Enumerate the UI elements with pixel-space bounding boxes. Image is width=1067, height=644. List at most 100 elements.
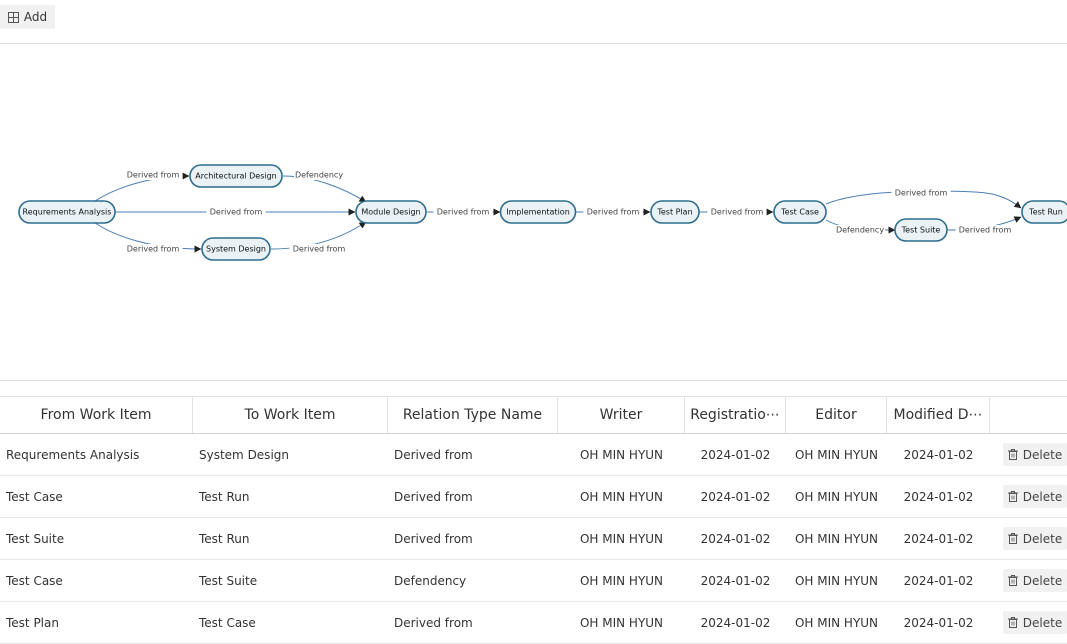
table-row[interactable]: Test PlanTest CaseDerived fromOH MIN HYU… (0, 602, 1067, 644)
graph-node-label: System Design (206, 245, 266, 254)
cell-relation-type: Derived from (388, 476, 558, 517)
graph-node-run[interactable]: Test Run (1022, 201, 1067, 223)
graph-node-label: Implementation (506, 208, 570, 217)
graph-node-impl[interactable]: Implementation (501, 201, 576, 223)
header-relation-type-name[interactable]: Relation Type Name (388, 397, 558, 433)
toolbar: Add (0, 0, 1067, 44)
graph-node-arch[interactable]: Architectural Design (190, 165, 282, 187)
add-button[interactable]: Add (0, 5, 55, 29)
cell-writer: OH MIN HYUN (558, 602, 685, 643)
cell-modified-date: 2024-01-02 (887, 518, 990, 559)
svg-text:Derived from: Derived from (587, 208, 640, 217)
header-modified-date[interactable]: Modified D⋯ (887, 397, 990, 433)
graph-edge-label: Derived from (955, 225, 1014, 235)
graph-edge-label: Derived from (206, 207, 265, 217)
delete-button[interactable]: Delete (1003, 443, 1067, 466)
graph-node-label: Requrements Analysis (23, 208, 112, 217)
graph-node-label: Test Case (780, 208, 819, 217)
graph-node-suite[interactable]: Test Suite (895, 219, 947, 241)
svg-text:Derived from: Derived from (959, 226, 1012, 235)
cell-registration-date: 2024-01-02 (685, 602, 786, 643)
trash-icon (1008, 449, 1018, 460)
trash-icon (1008, 533, 1018, 544)
cell-writer: OH MIN HYUN (558, 560, 685, 601)
graph-node-case[interactable]: Test Case (774, 201, 826, 223)
graph-node-label: Test Suite (901, 226, 941, 235)
graph-edge-label: Derived from (583, 207, 642, 217)
header-editor[interactable]: Editor (786, 397, 887, 433)
header-registration-date[interactable]: Registratio⋯ (685, 397, 786, 433)
cell-from-work-item: Test Plan (0, 602, 193, 643)
cell-editor: OH MIN HYUN (786, 560, 887, 601)
delete-button[interactable]: Delete (1003, 611, 1067, 634)
graph-node-label: Test Run (1028, 208, 1063, 217)
cell-to-work-item: System Design (193, 434, 388, 475)
cell-relation-type: Derived from (388, 602, 558, 643)
relation-graph[interactable]: Derived fromDerived fromDerived fromDefe… (0, 44, 1067, 381)
delete-button-label: Delete (1023, 490, 1062, 504)
add-button-label: Add (24, 10, 47, 24)
table-row[interactable]: Test SuiteTest RunDerived fromOH MIN HYU… (0, 518, 1067, 560)
cell-to-work-item: Test Run (193, 476, 388, 517)
cell-modified-date: 2024-01-02 (887, 476, 990, 517)
trash-icon (1008, 575, 1018, 586)
delete-button-label: Delete (1023, 448, 1062, 462)
cell-registration-date: 2024-01-02 (685, 434, 786, 475)
cell-editor: OH MIN HYUN (786, 476, 887, 517)
cell-registration-date: 2024-01-02 (685, 518, 786, 559)
table-header: From Work Item To Work Item Relation Typ… (0, 396, 1067, 434)
cell-relation-type: Derived from (388, 434, 558, 475)
delete-button[interactable]: Delete (1003, 485, 1067, 508)
svg-text:Derived from: Derived from (127, 171, 180, 180)
svg-text:Derived from: Derived from (437, 208, 490, 217)
trash-icon (1008, 491, 1018, 502)
graph-node-mod[interactable]: Module Design (356, 201, 426, 223)
cell-relation-type: Defendency (388, 560, 558, 601)
cell-writer: OH MIN HYUN (558, 518, 685, 559)
svg-text:Derived from: Derived from (711, 208, 764, 217)
header-actions (990, 397, 1067, 433)
cell-modified-date: 2024-01-02 (887, 434, 990, 475)
graph-edge-label: Derived from (123, 170, 182, 180)
cell-from-work-item: Test Case (0, 560, 193, 601)
cell-writer: OH MIN HYUN (558, 476, 685, 517)
delete-button-label: Delete (1023, 532, 1062, 546)
graph-node-label: Module Design (361, 208, 420, 217)
cell-editor: OH MIN HYUN (786, 434, 887, 475)
cell-to-work-item: Test Case (193, 602, 388, 643)
graph-node-label: Test Plan (656, 208, 692, 217)
graph-node-plan[interactable]: Test Plan (651, 201, 699, 223)
delete-button[interactable]: Delete (1003, 569, 1067, 592)
svg-text:Defendency: Defendency (836, 226, 884, 235)
table-row[interactable]: Test CaseTest SuiteDefendencyOH MIN HYUN… (0, 560, 1067, 602)
cell-from-work-item: Test Suite (0, 518, 193, 559)
svg-text:Defendency: Defendency (295, 171, 343, 180)
cell-actions: Delete (990, 434, 1067, 475)
graph-node-req[interactable]: Requrements Analysis (19, 201, 115, 223)
cell-editor: OH MIN HYUN (786, 518, 887, 559)
graph-edge-label: Derived from (289, 244, 348, 254)
graph-edge-label: Derived from (433, 207, 492, 217)
cell-editor: OH MIN HYUN (786, 602, 887, 643)
cell-registration-date: 2024-01-02 (685, 560, 786, 601)
table-row[interactable]: Requrements AnalysisSystem DesignDerived… (0, 434, 1067, 476)
table-row[interactable]: Test CaseTest RunDerived fromOH MIN HYUN… (0, 476, 1067, 518)
add-grid-icon (8, 12, 19, 23)
header-writer[interactable]: Writer (558, 397, 685, 433)
graph-edge-label: Derived from (707, 207, 766, 217)
cell-to-work-item: Test Suite (193, 560, 388, 601)
graph-node-label: Architectural Design (195, 172, 277, 181)
header-from-work-item[interactable]: From Work Item (0, 397, 193, 433)
trash-icon (1008, 617, 1018, 628)
graph-edge-label: Defendency (835, 225, 885, 235)
cell-modified-date: 2024-01-02 (887, 560, 990, 601)
graph-node-sys[interactable]: System Design (202, 238, 270, 260)
graph-edge-label: Derived from (123, 244, 182, 254)
cell-relation-type: Derived from (388, 518, 558, 559)
delete-button[interactable]: Delete (1003, 527, 1067, 550)
cell-writer: OH MIN HYUN (558, 434, 685, 475)
graph-edge-label: Derived from (891, 188, 950, 198)
cell-modified-date: 2024-01-02 (887, 602, 990, 643)
header-to-work-item[interactable]: To Work Item (193, 397, 388, 433)
cell-actions: Delete (990, 560, 1067, 601)
